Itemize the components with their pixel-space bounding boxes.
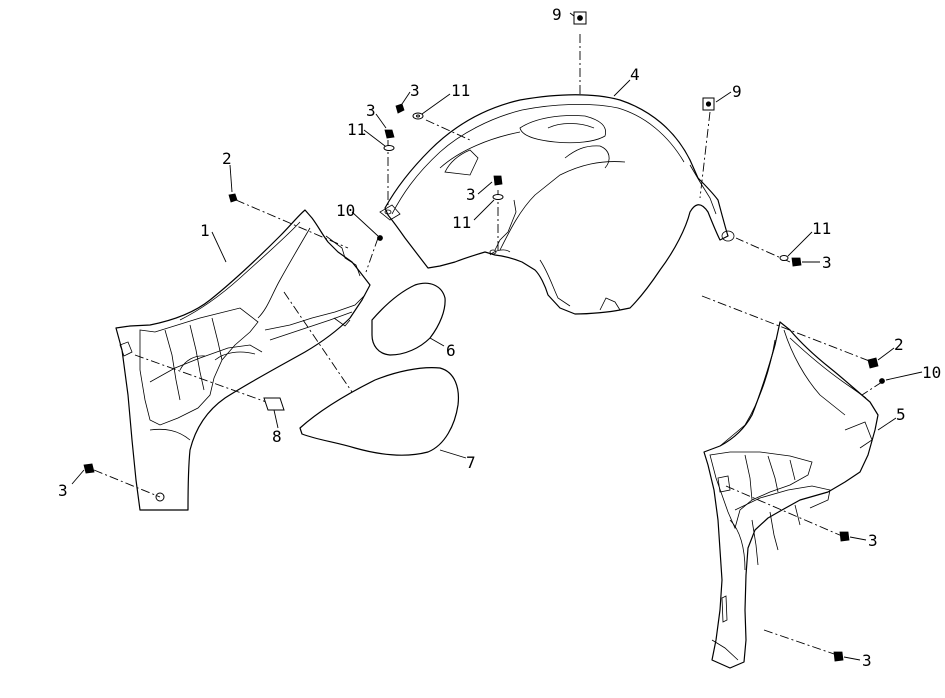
callout-11-center: 11 bbox=[452, 213, 471, 232]
leader-lines bbox=[71, 12, 923, 661]
callout-10-right: 10 bbox=[922, 363, 941, 382]
washer-11-right bbox=[779, 255, 789, 261]
callout-10-left: 10 bbox=[336, 201, 355, 220]
callout-3-top: 3 bbox=[410, 81, 420, 100]
callout-1: 1 bbox=[200, 221, 210, 240]
callout-3-right-bottom: 3 bbox=[862, 651, 872, 670]
bolt-3-top bbox=[395, 103, 405, 114]
bolt-3-lower-left bbox=[83, 463, 95, 474]
callout-3-right-mid: 3 bbox=[868, 531, 878, 550]
hardware bbox=[83, 11, 885, 662]
callout-7: 7 bbox=[466, 453, 476, 472]
screw-10-left bbox=[377, 235, 383, 241]
callout-5: 5 bbox=[896, 405, 906, 424]
clip-8 bbox=[263, 397, 285, 411]
part-4-front-body bbox=[379, 94, 735, 315]
bolt-3-right-bottom bbox=[833, 651, 844, 662]
bolt-3-center bbox=[493, 175, 503, 186]
callout-3-left: 3 bbox=[366, 101, 376, 120]
callout-6: 6 bbox=[446, 341, 456, 360]
callout-3-lower-left: 3 bbox=[58, 481, 68, 500]
bolt-3-right bbox=[791, 257, 802, 267]
washer-11-center bbox=[492, 194, 504, 200]
callout-8: 8 bbox=[272, 427, 282, 446]
callout-9-right: 9 bbox=[732, 82, 742, 101]
callout-11-right: 11 bbox=[812, 219, 831, 238]
screw-10-right bbox=[879, 378, 885, 384]
nut-2-right bbox=[867, 357, 879, 369]
part-6-pad bbox=[371, 282, 446, 356]
callout-4: 4 bbox=[630, 65, 640, 84]
callout-3-right: 3 bbox=[822, 253, 832, 272]
part-1-left-side-panel bbox=[115, 209, 371, 511]
callout-11-top: 11 bbox=[451, 81, 470, 100]
part-5-right-side-panel bbox=[703, 321, 879, 669]
part-7-pad bbox=[299, 367, 460, 456]
washer-11-left bbox=[383, 145, 395, 151]
bolt-3-left bbox=[384, 129, 395, 139]
callout-9-top: 9 bbox=[552, 5, 562, 24]
assembly-lines bbox=[93, 34, 883, 657]
callout-3-center: 3 bbox=[466, 185, 476, 204]
nut-2-left bbox=[228, 193, 238, 203]
callout-labels: 9 4 9 3 11 3 11 2 10 3 11 1 11 3 6 2 10 … bbox=[58, 5, 941, 670]
bolt-3-right-mid bbox=[839, 531, 850, 542]
callout-2-left: 2 bbox=[222, 149, 232, 168]
callout-2-right: 2 bbox=[894, 335, 904, 354]
callout-11-left: 11 bbox=[347, 120, 366, 139]
